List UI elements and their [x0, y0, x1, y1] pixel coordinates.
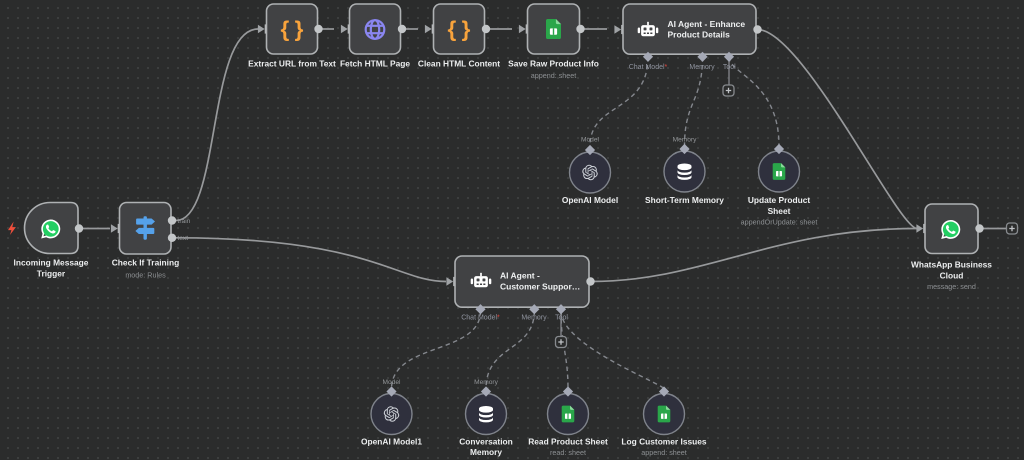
svg-text:Cloud: Cloud [940, 270, 964, 280]
svg-text:mode: Rules: mode: Rules [125, 270, 166, 279]
svg-text:Incoming Message: Incoming Message [14, 258, 89, 268]
svg-text:Model: Model [383, 379, 401, 386]
svg-text:Memory: Memory [474, 379, 499, 386]
svg-text:read: sheet: read: sheet [550, 448, 586, 457]
svg-text:Chat Model*: Chat Model* [461, 314, 500, 321]
svg-text:Trigger: Trigger [37, 269, 66, 279]
svg-text:Model: Model [581, 137, 599, 144]
svg-text:Read Product Sheet: Read Product Sheet [528, 436, 608, 446]
svg-text:Tool: Tool [555, 314, 568, 321]
svg-text:{}: {} [281, 16, 309, 41]
svg-text:Memory: Memory [521, 314, 547, 321]
svg-text:AI Agent - Enhance: AI Agent - Enhance [668, 19, 746, 29]
svg-text:Chat Model*: Chat Model* [629, 64, 668, 71]
svg-text:append: sheet: append: sheet [641, 448, 687, 457]
svg-text:{}: {} [448, 16, 476, 41]
svg-text:Customer Suppor…: Customer Suppor… [500, 281, 580, 291]
svg-text:Check If Training: Check If Training [112, 258, 179, 268]
svg-text:append: sheet: append: sheet [531, 71, 577, 80]
svg-text:text: text [178, 235, 189, 242]
svg-text:Memory: Memory [689, 64, 715, 71]
svg-text:Product Details: Product Details [668, 30, 731, 40]
svg-text:Log Customer Issues: Log Customer Issues [621, 436, 707, 446]
svg-text:message: send: message: send [927, 282, 976, 291]
svg-text:Memory: Memory [673, 137, 698, 144]
svg-text:Fetch HTML Page: Fetch HTML Page [340, 59, 410, 69]
svg-text:OpenAI Model: OpenAI Model [562, 195, 618, 205]
svg-text:Conversation: Conversation [459, 436, 513, 446]
svg-text:appendOrUpdate: sheet: appendOrUpdate: sheet [741, 218, 818, 227]
svg-text:Extract URL from Text: Extract URL from Text [248, 59, 336, 69]
svg-text:Memory: Memory [470, 447, 502, 457]
svg-text:Short-Term Memory: Short-Term Memory [645, 195, 724, 205]
svg-text:Clean HTML Content: Clean HTML Content [418, 59, 500, 69]
svg-text:Sheet: Sheet [768, 206, 791, 216]
svg-text:OpenAI Model1: OpenAI Model1 [361, 436, 422, 446]
svg-text:Update Product: Update Product [748, 195, 811, 205]
svg-text:Tool: Tool [723, 64, 736, 71]
svg-text:AI Agent -: AI Agent - [500, 270, 540, 280]
svg-text:Save Raw Product Info: Save Raw Product Info [508, 59, 599, 69]
svg-text:WhatsApp Business: WhatsApp Business [911, 260, 992, 270]
svg-text:train: train [178, 218, 191, 225]
